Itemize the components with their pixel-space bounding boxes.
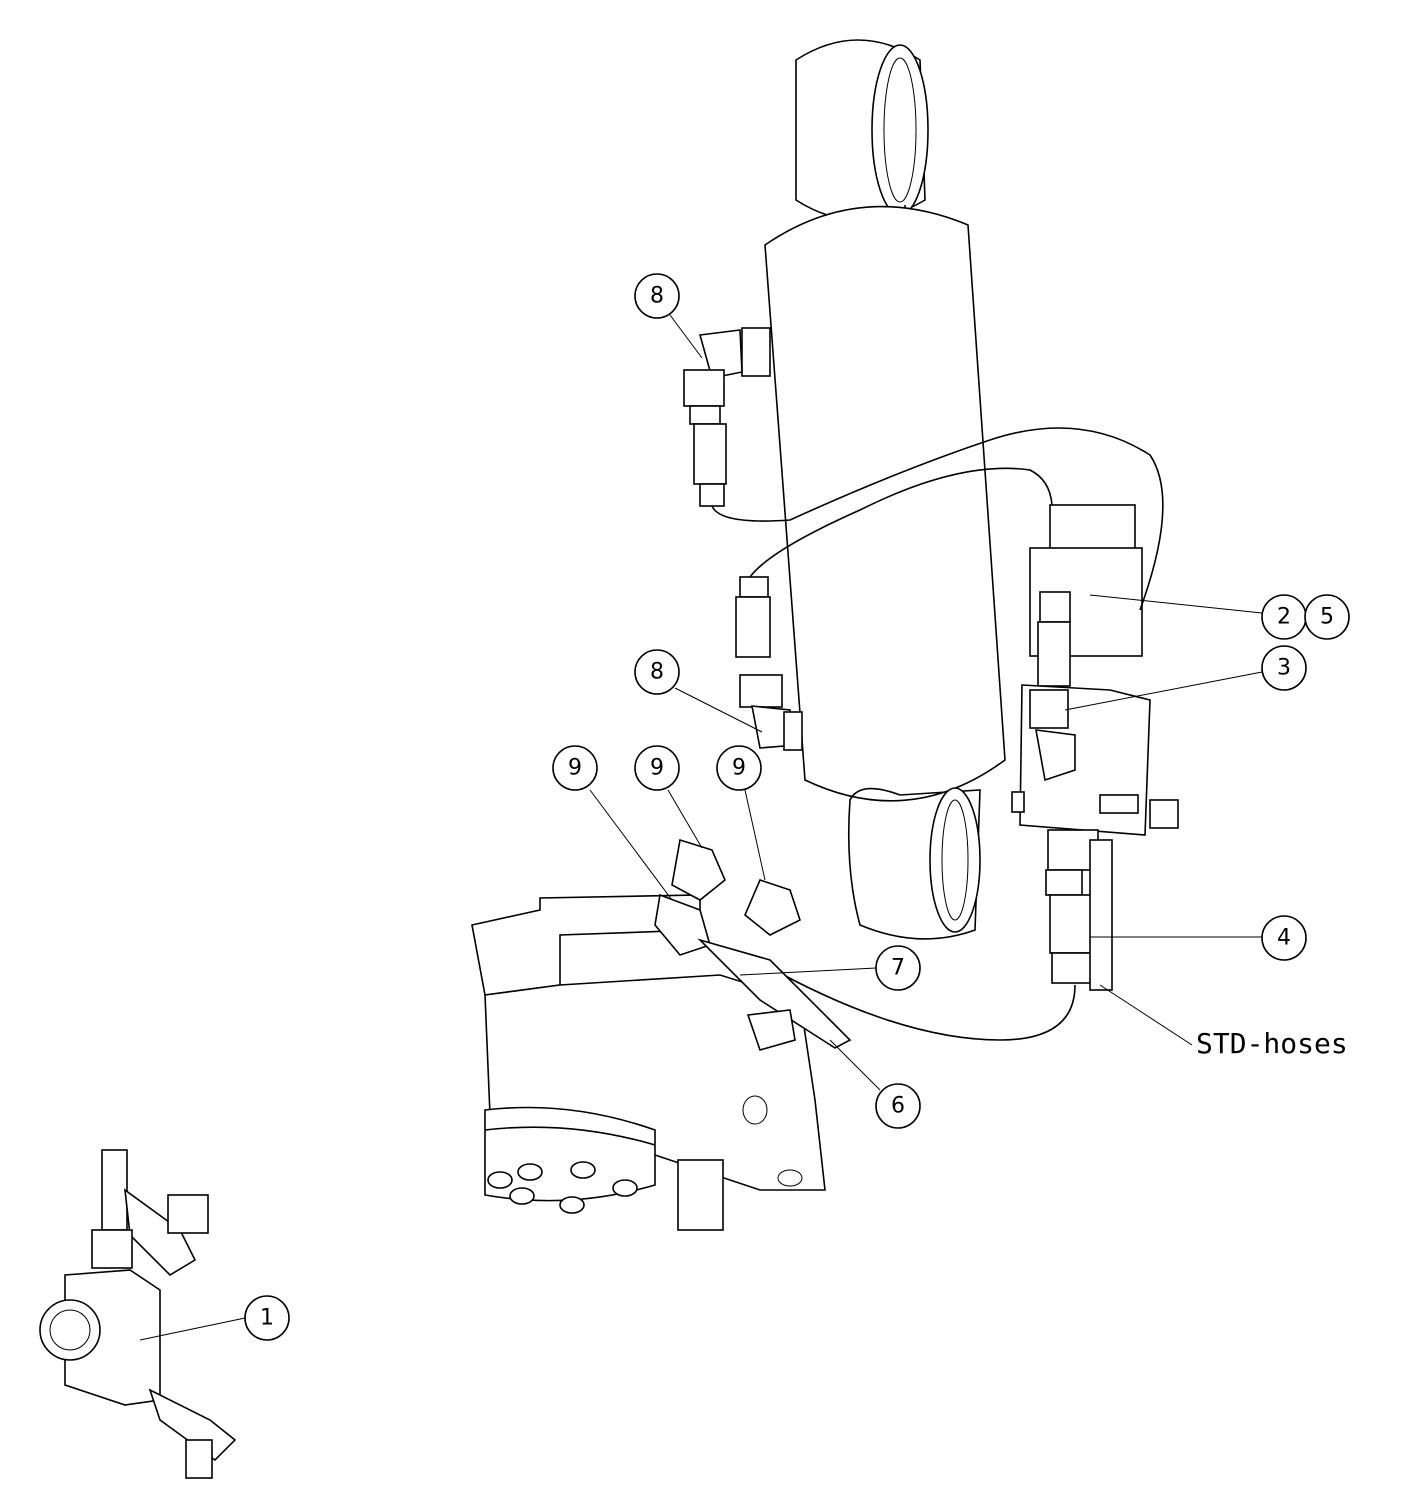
- svg-text:9: 9: [650, 756, 664, 781]
- balloon-2: 2: [1261, 594, 1307, 640]
- svg-text:4: 4: [1277, 926, 1291, 951]
- svg-text:8: 8: [650, 284, 664, 309]
- balloon-9-mid: 9: [634, 745, 680, 791]
- balloon-6: 6: [875, 1083, 921, 1129]
- balloon-9-right: 9: [716, 745, 762, 791]
- balloon-8-bottom: 8: [634, 649, 680, 695]
- balloon-9-left: 9: [552, 745, 598, 791]
- valve-block: [1011, 504, 1179, 991]
- balloon-3: 3: [1261, 645, 1307, 691]
- balloon-1: 1: [244, 1295, 290, 1341]
- elbow-fitting-top: [683, 327, 771, 507]
- svg-text:1: 1: [260, 1306, 274, 1331]
- svg-text:2: 2: [1277, 605, 1291, 630]
- balloon-8-top: 8: [634, 273, 680, 319]
- balloon-5: 5: [1304, 594, 1350, 640]
- svg-text:5: 5: [1320, 605, 1334, 630]
- svg-text:7: 7: [891, 956, 905, 981]
- svg-text:6: 6: [891, 1094, 905, 1119]
- balloon-7: 7: [875, 945, 921, 991]
- elbow-fitting-bottom: [735, 576, 803, 751]
- svg-text:8: 8: [650, 660, 664, 685]
- motor-fittings: [654, 838, 852, 1051]
- leader-lines: [139, 314, 1263, 1341]
- hoses: [711, 427, 1164, 1041]
- svg-text:9: 9: [568, 756, 582, 781]
- valve-assembly-item-1: [39, 1149, 237, 1479]
- svg-text:3: 3: [1277, 656, 1291, 681]
- hydraulic-motor: [471, 894, 826, 1231]
- motor-bolts: [487, 1161, 638, 1214]
- balloon-4: 4: [1261, 915, 1307, 961]
- hydraulic-cylinder: [764, 39, 1006, 940]
- svg-text:9: 9: [732, 756, 746, 781]
- std-hoses-label: STD-hoses: [1196, 1027, 1348, 1060]
